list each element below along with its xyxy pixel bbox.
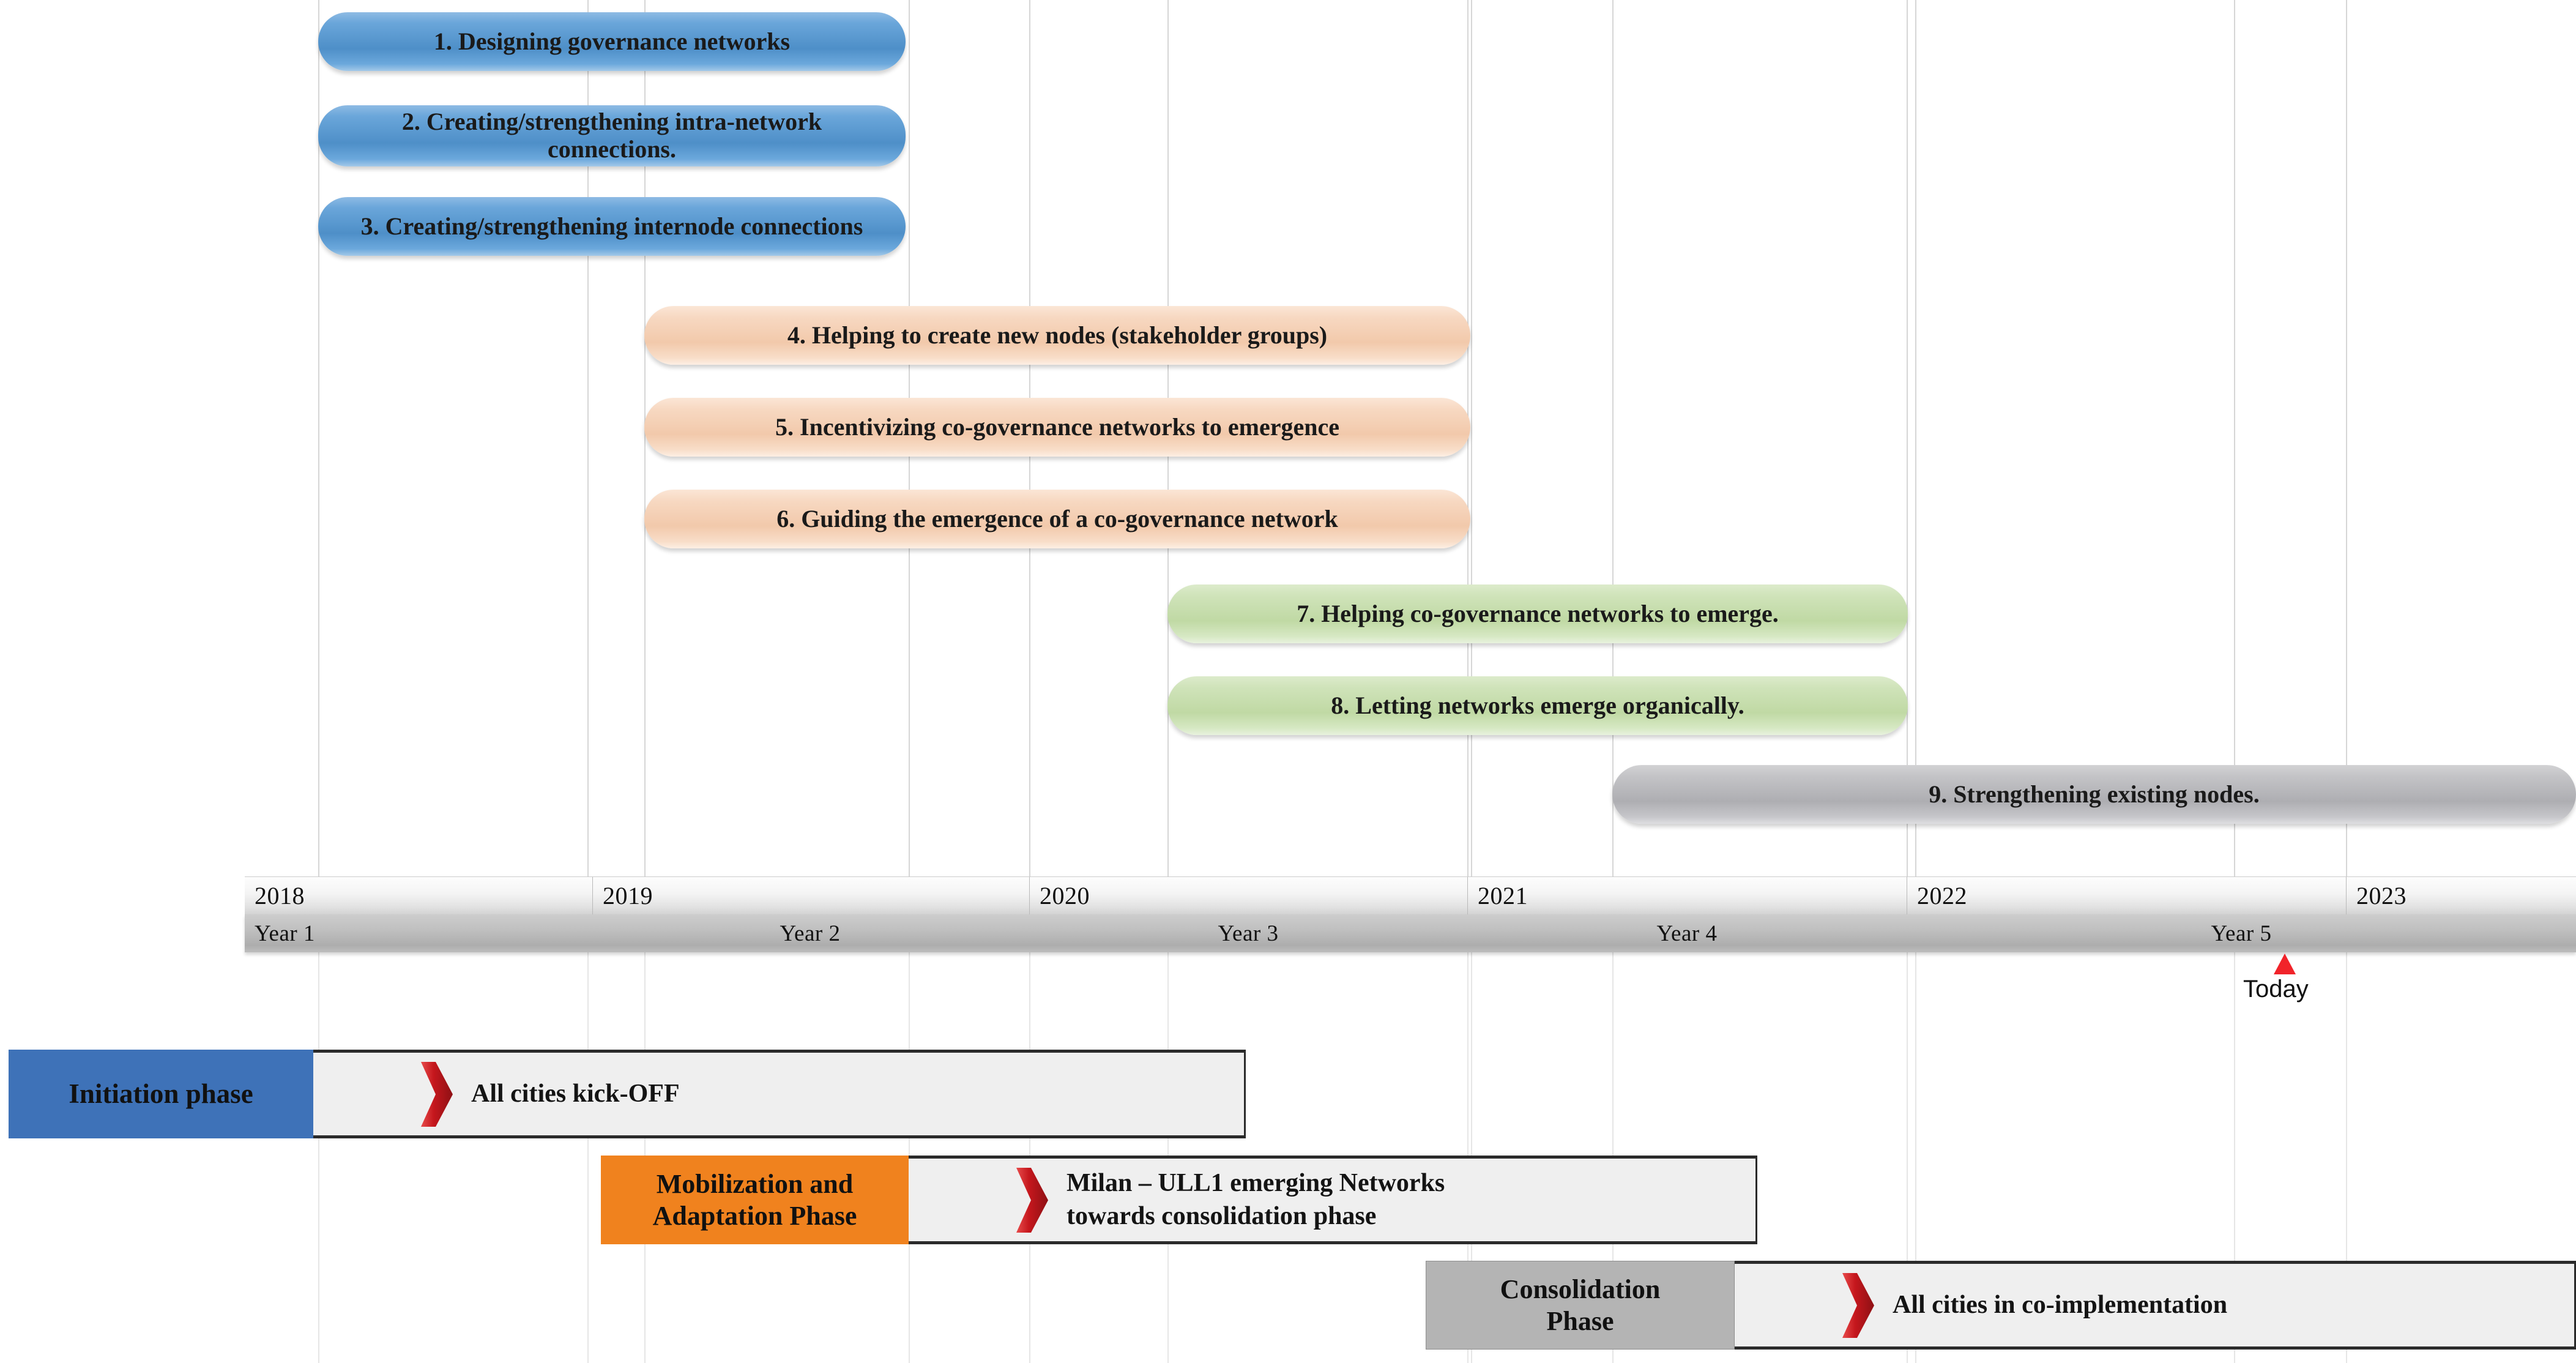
today-marker-icon [2274, 954, 2296, 974]
axis-year-label: 2023 [2356, 882, 2407, 909]
axis-year-cell: 2019 [592, 877, 1040, 914]
phase-row-1: Initiation phase All cities kick-OFF [9, 1050, 1246, 1138]
axis-year-cell: 2020 [1029, 877, 1478, 914]
axis-year-label: 2019 [603, 882, 653, 909]
gridline-lower [318, 952, 319, 1363]
axis-yearphase-label: Year 1 [255, 920, 315, 946]
axis-yearphase-label: Year 4 [1656, 920, 1718, 946]
milestone-chevron-icon [1013, 1167, 1051, 1234]
axis-year-label: 2018 [255, 882, 305, 909]
axis-year-label: 2022 [1917, 882, 1967, 909]
gridline [2234, 0, 2235, 876]
task-bar-1[interactable]: 1. Designing governance networks [318, 12, 906, 71]
axis-yearphase-label: Year 3 [1218, 920, 1279, 946]
gridline-lower [1915, 952, 1916, 1363]
task-bar-8[interactable]: 8. Letting networks emerge organically. [1167, 676, 1908, 735]
gridline [1471, 0, 1472, 876]
axis-yearphase-label: Year 5 [2211, 920, 2272, 946]
phase-label-line2: Adaptation Phase [652, 1200, 857, 1231]
axis-yearphase-cell: Year 3 [1029, 914, 1467, 952]
milestone-label-text: All cities in co-implementation [1893, 1290, 2228, 1319]
milestone-label-3: All cities in co-implementation [1893, 1289, 2227, 1322]
task-bar-label: 1. Designing governance networks [433, 27, 791, 55]
milestone-label-line1: Milan – ULL1 emerging Networks [1067, 1168, 1445, 1197]
task-bar-5[interactable]: 5. Incentivizing co-governance networks … [644, 398, 1470, 457]
task-bar-2[interactable]: 2. Creating/strengthening intra-network … [318, 105, 906, 166]
today-label: Today [2243, 976, 2309, 1003]
gridline [318, 0, 319, 876]
phase-label-text: Initiation phase [69, 1078, 253, 1109]
task-bar-label: 8. Letting networks emerge organically. [1331, 691, 1744, 719]
task-bar-label: 3. Creating/strengthening internode conn… [360, 212, 863, 240]
gridline-lower [587, 952, 589, 1363]
milestone-label-2: Milan – ULL1 emerging Networks towards co… [1067, 1167, 1445, 1233]
phase-label-line2: Phase [1546, 1305, 1614, 1336]
axis-year-cell: 2021 [1467, 877, 1917, 914]
gridline [1915, 0, 1916, 876]
task-bar-label: 2. Creating/strengthening intra-network … [401, 108, 822, 163]
phase-track-3: All cities in co-implementation [1735, 1261, 2576, 1350]
gridline-lower [2346, 952, 2347, 1363]
task-bar-label: 9. Strengthening existing nodes. [1929, 780, 2260, 808]
task-bar-label: 4. Helping to create new nodes (stakehol… [787, 321, 1328, 349]
milestone-chevron-icon [1839, 1272, 1877, 1339]
phase-label-1[interactable]: Initiation phase [9, 1050, 313, 1138]
axis-yearphase-label: Year 2 [780, 920, 841, 946]
gridline-lower [2234, 952, 2235, 1363]
phase-track-2: Milan – ULL1 emerging Networks towards co… [909, 1156, 1757, 1244]
timeline-year-axis: 2018 2019 2020 2021 2022 2023 [245, 876, 2576, 914]
gridline-lower [1907, 952, 1908, 1363]
gridline [1907, 0, 1908, 876]
task-bar-7[interactable]: 7. Helping co-governance networks to eme… [1167, 584, 1908, 643]
gridline [587, 0, 589, 876]
axis-year-cell: 2018 [245, 877, 602, 914]
task-bar-label: 6. Guiding the emergence of a co-governa… [776, 504, 1338, 532]
axis-yearphase-cell: Year 2 [591, 914, 1029, 952]
milestone-chevron-icon [417, 1061, 455, 1128]
task-bar-4[interactable]: 4. Helping to create new nodes (stakehol… [644, 306, 1470, 365]
task-bar-label: 5. Incentivizing co-governance networks … [775, 413, 1339, 441]
axis-year-cell: 2023 [2346, 877, 2576, 914]
task-bar-6[interactable]: 6. Guiding the emergence of a co-governa… [644, 490, 1470, 548]
axis-yearphase-cell: Year 4 [1467, 914, 1907, 952]
milestone-label-text: All cities kick-OFF [471, 1079, 680, 1108]
axis-year-label: 2021 [1478, 882, 1528, 909]
timeline-yearphase-axis: Year 1 Year 2 Year 3 Year 4 Year 5 [245, 914, 2576, 952]
task-bar-9[interactable]: 9. Strengthening existing nodes. [1612, 765, 2576, 824]
axis-yearphase-cell: Year 5 [1907, 914, 2576, 952]
phase-label-line1: Mobilization and [656, 1168, 854, 1199]
task-bar-label: 7. Helping co-governance networks to eme… [1297, 599, 1779, 627]
milestone-label-line2: towards consolidation phase [1067, 1201, 1377, 1230]
gridline [1612, 0, 1614, 876]
gridline [644, 0, 646, 876]
axis-year-label: 2020 [1040, 882, 1090, 909]
axis-year-cell: 2022 [1907, 877, 2356, 914]
milestone-label-1: All cities kick-OFF [471, 1078, 680, 1111]
axis-yearphase-cell: Year 1 [245, 914, 601, 952]
task-bar-3[interactable]: 3. Creating/strengthening internode conn… [318, 197, 906, 256]
phase-track-1: All cities kick-OFF [313, 1050, 1246, 1138]
gridline [2346, 0, 2347, 876]
phase-label-line1: Consolidation [1500, 1274, 1661, 1304]
